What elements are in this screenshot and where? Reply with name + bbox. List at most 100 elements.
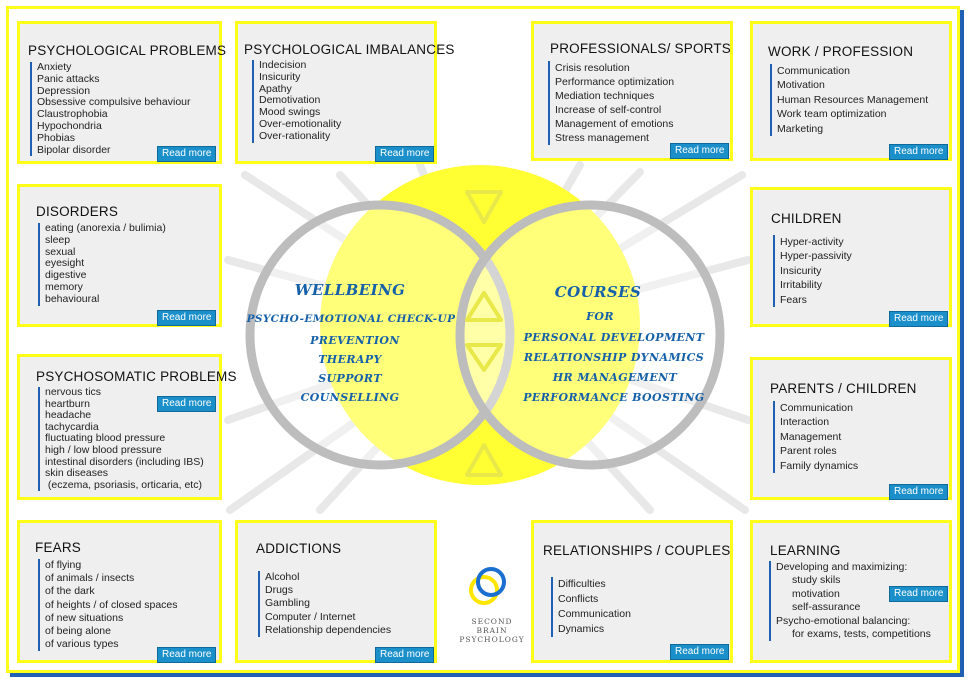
list-item: Stress management — [555, 132, 649, 144]
list-item: Communication — [777, 65, 850, 77]
frame-shadow-bottom — [10, 673, 962, 677]
wellbeing-title: WELLBEING — [294, 281, 406, 299]
box-children: CHILDREN Hyper-activity Hyper-passivity … — [750, 187, 952, 327]
list-item: Mood swings — [259, 106, 321, 119]
list-item: Marketing — [777, 122, 824, 135]
list-item: Gambling — [265, 597, 310, 610]
list-item: Psycho-emotional balancing: — [776, 614, 911, 627]
read-more-button[interactable]: Read more — [889, 144, 949, 160]
box-title: PSYCHOLOGICAL PROBLEMS — [28, 43, 227, 58]
read-more-button[interactable]: Read more — [157, 647, 217, 663]
triangle-up-icon — [465, 291, 503, 322]
read-more-button[interactable]: Read more — [375, 146, 435, 162]
triangle-down-icon — [465, 343, 503, 372]
list-item: of flying — [45, 559, 82, 571]
list-item: Developing and maximizing: — [776, 561, 908, 573]
list-item: Claustrophobia — [37, 108, 108, 121]
read-more-button[interactable]: Read more — [670, 143, 730, 159]
list-item: Obsessive compulsive behaviour — [37, 96, 191, 109]
wellbeing-circle — [245, 200, 515, 470]
box-list: Developing and maximizing: study skils m… — [769, 561, 931, 642]
list-item: high / low blood pressure — [45, 443, 162, 456]
list-item: Human Resources Management — [777, 93, 929, 106]
box-title: ADDICTIONS — [256, 541, 342, 556]
list-item: Drugs — [265, 584, 294, 597]
box-list: Communication Motivation Human Resources… — [770, 64, 929, 137]
list-item: Computer / Internet — [265, 610, 356, 623]
list-item: sexual — [45, 245, 76, 258]
list-item: Anxiety — [37, 61, 72, 73]
box-psychological-problems: PSYCHOLOGICAL PROBLEMS Anxiety Panic att… — [17, 21, 226, 164]
frame-shadow-right — [960, 10, 964, 677]
list-item: Crisis resolution — [555, 62, 630, 74]
list-item: Increase of self-control — [555, 104, 662, 116]
list-item: for exams, tests, competitions — [792, 628, 931, 641]
list-item: Fears — [780, 293, 807, 306]
box-list: eating (anorexia / bulimia) sleep sexual… — [38, 222, 166, 306]
list-item: fluctuating blood pressure — [45, 432, 166, 445]
triangle-up-icon — [465, 443, 503, 477]
list-item: Motivation — [777, 79, 825, 92]
logo-line: SECOND — [471, 617, 513, 626]
box-title: DISORDERS — [36, 204, 119, 219]
read-more-button[interactable]: Read more — [157, 310, 217, 326]
logo-line: PSYCHOLOGY — [459, 635, 525, 644]
list-item: memory — [45, 280, 83, 293]
read-more-button[interactable]: Read more — [157, 146, 217, 162]
logo-ring-yellow — [469, 575, 499, 605]
list-item: Communication — [780, 402, 853, 414]
triangle-down-icon — [465, 190, 503, 224]
read-more-button[interactable]: Read more — [670, 644, 730, 660]
triangle-icons — [465, 190, 503, 477]
list-item: Work team optimization — [777, 108, 887, 121]
list-item: Communication — [558, 608, 631, 620]
list-item: Performance optimization — [555, 76, 675, 88]
list-item: of various types — [45, 638, 119, 651]
list-item: Parent roles — [780, 445, 837, 458]
list-item: Management of emotions — [555, 118, 674, 130]
list-item: of being alone — [45, 625, 111, 638]
list-item: Over-rationality — [259, 129, 331, 142]
box-list: nervous tics heartburn headache tachycar… — [38, 386, 204, 492]
read-more-button[interactable]: Read more — [889, 311, 949, 327]
read-more-button[interactable]: Read more — [375, 647, 435, 663]
list-item: study skils — [792, 574, 841, 587]
list-item: Relationship dependencies — [265, 623, 392, 636]
box-list: of flying of animals / insects of the da… — [38, 559, 178, 652]
list-item: intestinal disorders (including IBS) — [45, 455, 204, 468]
wellbeing-line: PSYCHO-EMOTIONAL CHECK-UP — [246, 313, 456, 325]
logo: SECOND BRAIN PSYCHOLOGY — [446, 617, 538, 644]
box-title: FEARS — [35, 540, 82, 555]
box-title: PROFESSIONALS/ SPORTS — [550, 41, 731, 56]
courses-title: COURSES — [554, 283, 642, 301]
box-professionals-sports: PROFESSIONALS/ SPORTS Crisis resolution … — [531, 21, 733, 161]
wellbeing-line: PREVENTION — [310, 334, 400, 347]
courses-line: FOR — [586, 310, 614, 323]
list-item: motivation — [792, 587, 840, 600]
list-item: Apathy — [259, 82, 292, 95]
list-item: Hypochondria — [37, 119, 102, 132]
box-title: WORK / PROFESSION — [768, 44, 914, 59]
list-item: Insicurity — [780, 264, 822, 277]
list-item: Depression — [37, 84, 91, 97]
box-fears: FEARS of flying of animals / insects of … — [17, 520, 222, 663]
box-list: Alcohol Drugs Gambling Computer / Intern… — [258, 571, 392, 638]
box-learning: LEARNING Developing and maximizing: stud… — [750, 520, 952, 663]
list-item: of animals / insects — [45, 572, 135, 585]
list-item: headache — [45, 409, 92, 422]
list-item: Hyper-passivity — [780, 250, 852, 263]
list-item: Difficulties — [558, 578, 606, 590]
read-more-button[interactable]: Read more — [889, 586, 949, 602]
courses-line: PERFORMANCE BOOSTING — [523, 391, 705, 404]
list-item: skin diseases — [45, 467, 109, 480]
list-item: digestive — [45, 269, 87, 282]
list-item: tachycardia — [45, 420, 99, 433]
wellbeing-line: COUNSELLING — [300, 391, 400, 404]
list-item: eyesight — [45, 257, 85, 270]
box-title: RELATIONSHIPS / COUPLES — [543, 543, 731, 558]
read-more-button[interactable]: Read more — [157, 396, 217, 412]
list-item: of new situations — [45, 611, 124, 624]
box-parents-children: PARENTS / CHILDREN Communication Interac… — [750, 357, 952, 500]
read-more-button[interactable]: Read more — [889, 484, 949, 500]
